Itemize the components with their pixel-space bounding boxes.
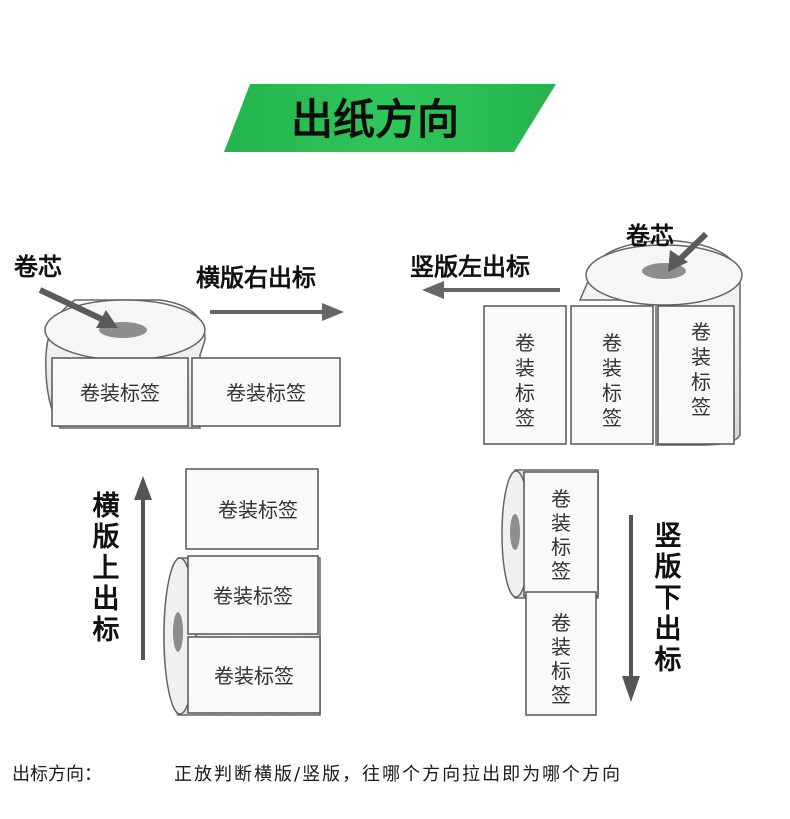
direction-label-right: 横版右出标: [196, 264, 316, 292]
svg-text:标: 标: [691, 370, 711, 394]
svg-text:装: 装: [551, 511, 571, 535]
core-pointer-head: [668, 250, 688, 272]
label-pulled: [525, 591, 597, 716]
svg-text:标: 标: [515, 381, 535, 405]
svg-text:签: 签: [602, 406, 622, 430]
label-pulled: [185, 468, 319, 550]
footer-note: 出标方向： 正放判断横版/竖版，往哪个方向拉出即为哪个方向: [0, 748, 790, 798]
svg-text:版: 版: [655, 552, 682, 583]
svg-text:签: 签: [515, 406, 535, 430]
svg-text:竖: 竖: [655, 521, 682, 552]
label-on-roll: [523, 471, 599, 597]
core-label: 卷芯: [14, 253, 62, 281]
panel-horizontal-right: 卷装标签 卷装标签 卷芯 横版右出标: [14, 253, 344, 429]
label-text: 卷装标签: [226, 381, 306, 405]
svg-text:卷: 卷: [551, 611, 571, 635]
svg-text:出: 出: [93, 584, 120, 615]
svg-text:出: 出: [655, 614, 682, 645]
svg-text:上: 上: [93, 553, 120, 584]
direction-arrow-left-head: [422, 281, 444, 299]
direction-label-down: 竖 版 下 出 标: [655, 521, 682, 676]
panel-vertical-left: 卷 装 标 签 卷 装 标 签 卷 装 标 签 卷芯 竖版左出标: [410, 222, 743, 446]
svg-text:签: 签: [551, 683, 571, 707]
panel-vertical-down: 卷 装 标 签 卷 装 标 签 竖 版 下 出 标: [501, 469, 682, 716]
label-on-roll: [187, 555, 319, 635]
core-pointer-head: [96, 310, 118, 328]
roll-core: [510, 514, 520, 550]
label-text-vertical: 卷 装 标 签: [551, 611, 571, 707]
svg-text:装: 装: [691, 345, 711, 369]
direction-arrow-down-head: [622, 676, 640, 702]
label-pulled: [191, 357, 341, 427]
direction-arrow-up-head: [134, 476, 152, 500]
svg-text:下: 下: [655, 583, 682, 614]
label-text: 卷装标签: [213, 584, 293, 608]
label-pulled: [483, 305, 567, 445]
core-pointer-arrow: [38, 287, 110, 325]
svg-text:标: 标: [655, 645, 682, 676]
footer-label: 出标方向：: [12, 764, 102, 785]
svg-text:卷: 卷: [515, 331, 535, 355]
label-text: 卷装标签: [80, 381, 160, 405]
svg-text:标: 标: [551, 659, 571, 683]
svg-text:签: 签: [551, 559, 571, 583]
roll-core: [173, 612, 183, 652]
label-text: 卷装标签: [214, 664, 294, 688]
label-text: 卷装标签: [218, 498, 298, 522]
title-banner: 出纸方向: [224, 84, 556, 152]
svg-text:卷: 卷: [602, 331, 622, 355]
label-text-vertical: 卷 装 标 签: [602, 331, 622, 430]
svg-text:卷: 卷: [691, 320, 711, 344]
panel-horizontal-up: 卷装标签 卷装标签 卷装标签 横 版 上 出 标: [93, 468, 321, 716]
label-on-roll: [657, 305, 735, 445]
title-banner-shape: [224, 84, 556, 152]
footer-description: 正放判断横版/竖版，往哪个方向拉出即为哪个方向: [174, 764, 623, 785]
page-title: 出纸方向: [291, 95, 459, 144]
svg-text:装: 装: [515, 356, 535, 380]
svg-text:卷: 卷: [551, 487, 571, 511]
label-on-roll: [51, 357, 189, 427]
label-text-vertical: 卷 装 标 签: [691, 320, 711, 419]
svg-text:横: 横: [93, 491, 120, 522]
label-pulled: [570, 305, 654, 445]
svg-text:装: 装: [551, 635, 571, 659]
svg-text:标: 标: [551, 535, 571, 559]
label-text-vertical: 卷 装 标 签: [551, 487, 571, 583]
svg-text:标: 标: [93, 615, 120, 646]
svg-text:版: 版: [93, 522, 120, 553]
svg-text:装: 装: [602, 356, 622, 380]
svg-text:标: 标: [602, 381, 622, 405]
direction-label-up: 横 版 上 出 标: [93, 491, 120, 646]
label-on-roll: [187, 636, 321, 714]
label-text-vertical: 卷 装 标 签: [515, 331, 535, 430]
direction-label-left: 竖版左出标: [410, 253, 530, 281]
core-label: 卷芯: [626, 222, 674, 250]
svg-text:签: 签: [691, 395, 711, 419]
direction-arrow-right-head: [322, 303, 344, 321]
